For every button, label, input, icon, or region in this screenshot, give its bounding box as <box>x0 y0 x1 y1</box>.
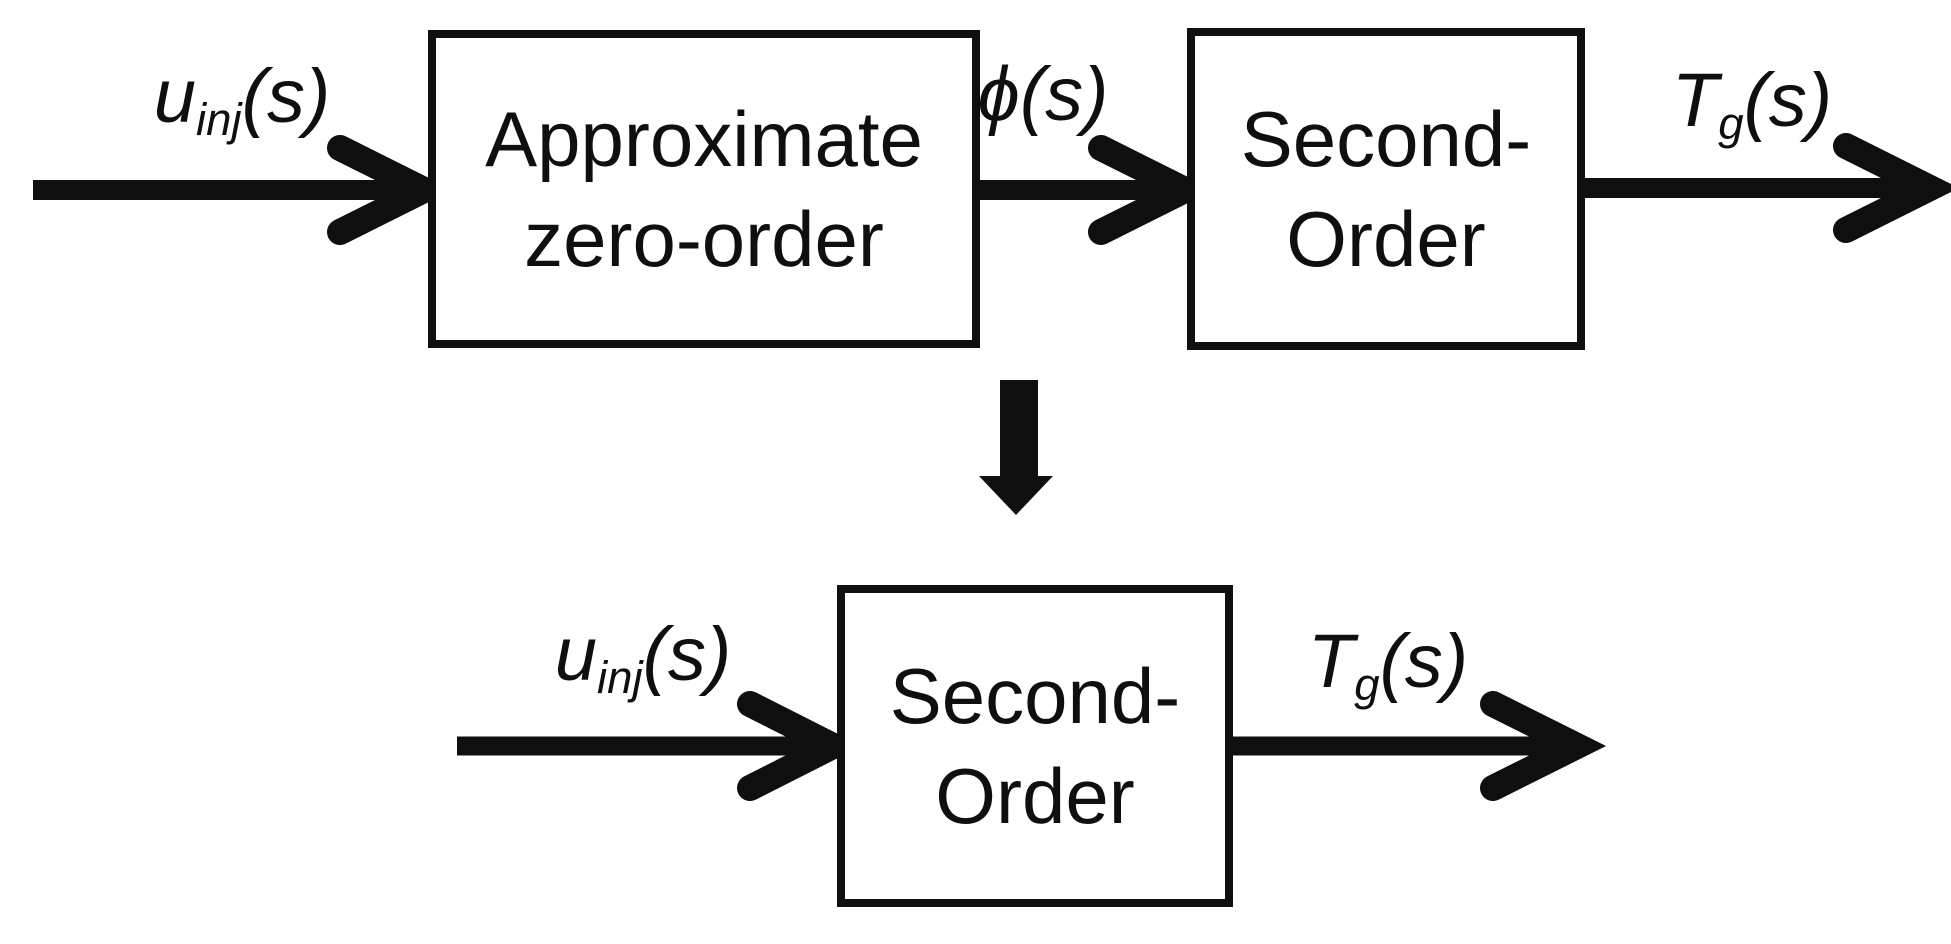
block-label-line: zero-order <box>524 195 884 283</box>
signal-base: u <box>153 54 197 139</box>
signal-arg: (s) <box>1019 52 1109 137</box>
signal-arg: (s) <box>1379 619 1469 704</box>
signal-base: T <box>1307 619 1355 704</box>
signal-subscript: g <box>1354 658 1380 710</box>
top-output-arrow <box>1583 133 1951 243</box>
top-input-signal-label: uinj(s) <box>154 52 331 165</box>
phi-signal-label: ϕ(s) <box>978 50 1109 163</box>
top-input-arrow <box>33 135 454 245</box>
signal-arg: (s) <box>1743 58 1833 143</box>
signal-arg: (s) <box>642 612 732 697</box>
bottom-output-arrow <box>1233 691 1607 801</box>
top-output-signal-label: Tg(s) <box>1672 56 1832 169</box>
second-order-block-top: Second- Order <box>1187 28 1585 350</box>
signal-base: u <box>554 612 598 697</box>
block-label-line: Order <box>1286 195 1486 283</box>
second-order-block-bottom: Second- Order <box>837 585 1233 907</box>
bottom-output-signal-label: Tg(s) <box>1308 617 1468 730</box>
down-block-arrow <box>979 380 1053 515</box>
block-label-line: Approximate <box>485 95 923 183</box>
block-label-line: Order <box>935 752 1135 840</box>
signal-subscript: inj <box>597 651 643 703</box>
signal-subscript: g <box>1718 97 1744 149</box>
signal-base: ϕ <box>977 52 1020 137</box>
signal-arg: (s) <box>241 54 331 139</box>
bottom-input-arrow <box>457 691 862 801</box>
phi-arrow <box>978 135 1215 245</box>
signal-base: T <box>1671 58 1719 143</box>
bottom-input-signal-label: uinj(s) <box>555 610 732 723</box>
block-label-line: Second- <box>1240 95 1532 183</box>
signal-subscript: inj <box>196 93 242 145</box>
approximate-zero-order-block: Approximate zero-order <box>428 30 980 348</box>
block-label-line: Second- <box>889 652 1181 740</box>
